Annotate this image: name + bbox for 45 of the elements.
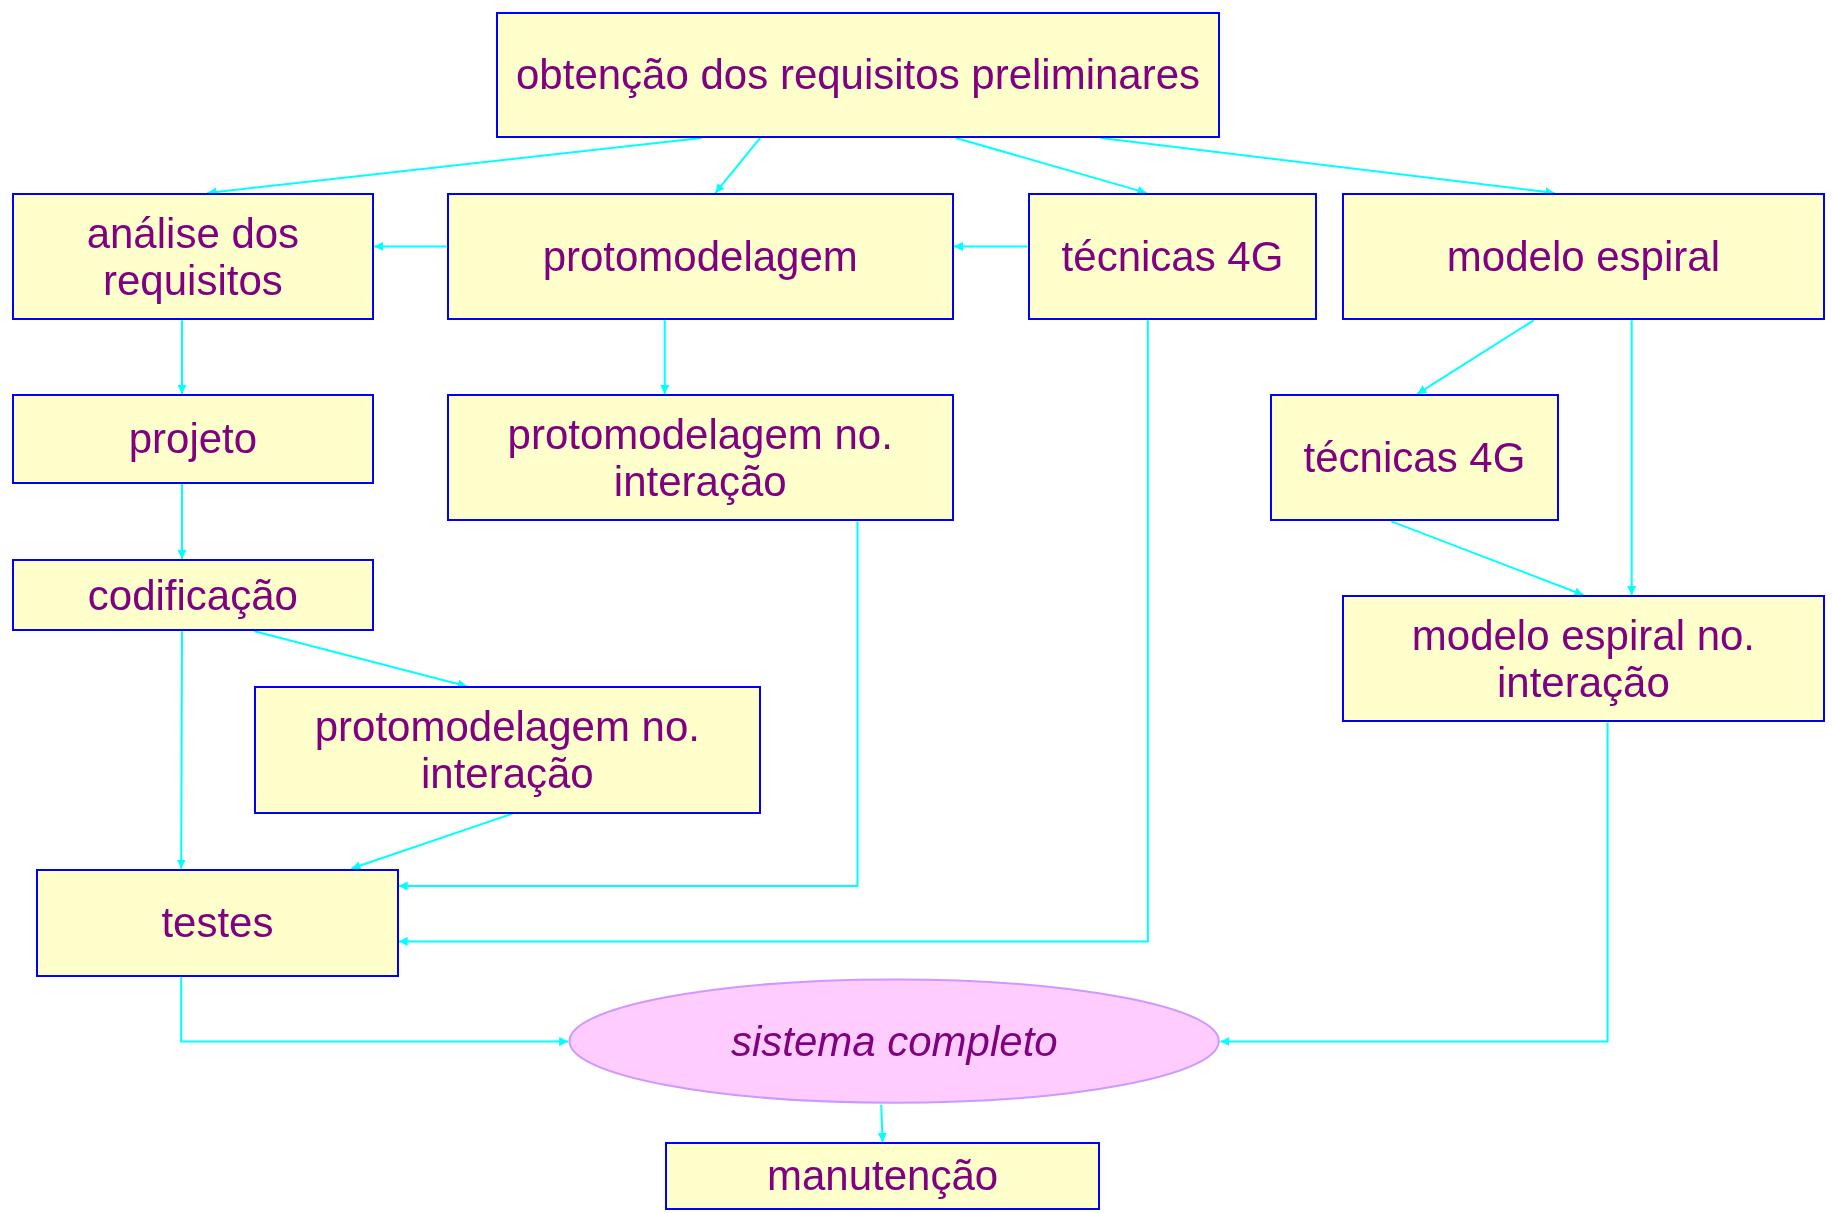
arrow <box>373 241 448 251</box>
arrow <box>954 136 1148 195</box>
arrow <box>952 241 1029 251</box>
arrow <box>714 136 762 194</box>
node-label: obtenção dos requisitos preliminares <box>515 51 1202 99</box>
arrow <box>177 319 187 395</box>
process-box <box>11 192 375 321</box>
node-label: técnicas 4G <box>1060 233 1285 281</box>
process-box <box>1342 192 1825 321</box>
arrow <box>176 630 186 870</box>
process-box <box>11 558 375 632</box>
arrow <box>350 812 514 870</box>
arrow <box>1627 319 1637 596</box>
process-box <box>36 868 399 978</box>
process-box <box>1342 595 1825 723</box>
node-label: técnicas 4G <box>1302 434 1527 482</box>
arrow <box>1416 319 1535 395</box>
node-label: modelo espiral no. interação <box>1410 611 1756 706</box>
process-box <box>1027 192 1318 321</box>
node-label: protomodelagem no. interação <box>506 410 894 505</box>
process-box <box>495 11 1221 138</box>
node-label: protomodelagem <box>541 233 859 281</box>
arrow <box>180 976 570 1047</box>
process-box <box>446 393 954 522</box>
arrow <box>397 520 859 891</box>
process-box <box>665 1142 1100 1210</box>
arrow <box>877 1103 887 1144</box>
arrow <box>253 630 468 689</box>
process-box <box>11 393 375 484</box>
node-label: testes <box>160 899 275 947</box>
node-label: manutenção <box>766 1152 1000 1200</box>
arrow <box>1219 721 1609 1047</box>
process-box <box>253 686 761 814</box>
node-label: modelo espiral <box>1445 233 1721 281</box>
node-label: codificação <box>86 571 299 619</box>
node-label: projeto <box>127 415 259 463</box>
node-label: protomodelagem no. interação <box>313 702 701 797</box>
node-label: análise dos requisitos <box>85 209 301 304</box>
arrow <box>397 319 1149 946</box>
node-label: sistema completo <box>729 1018 1059 1066</box>
arrow <box>177 482 187 560</box>
process-box <box>446 192 954 321</box>
arrow <box>660 319 670 395</box>
arrow <box>1390 520 1585 596</box>
process-box <box>1269 393 1560 522</box>
